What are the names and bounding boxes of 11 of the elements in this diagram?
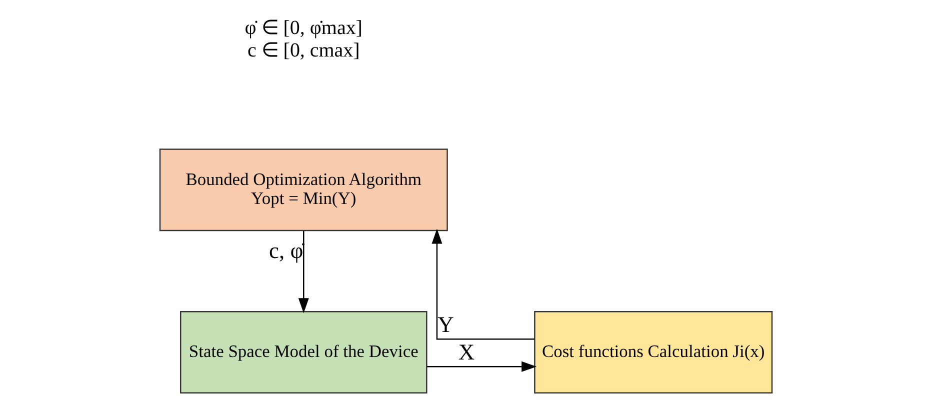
arrow xyxy=(298,230,308,314)
edge-label: c, φ̇ xyxy=(268,238,303,263)
arrow xyxy=(426,361,536,372)
edge-label: Y xyxy=(437,312,454,338)
edge-label: X xyxy=(458,340,474,365)
arrow xyxy=(431,228,534,340)
node-box: Cost functions Calculation Ji(x) xyxy=(534,311,772,394)
node-box: Bounded Optimization Algorithm Yopt = Min(Y) xyxy=(158,148,448,232)
label: φ̇ ∈ [0, φ̇max] xyxy=(244,17,362,40)
node-box: State Space Model of the Device xyxy=(179,311,427,394)
label: c ∈ [0, cmax] xyxy=(246,40,360,62)
